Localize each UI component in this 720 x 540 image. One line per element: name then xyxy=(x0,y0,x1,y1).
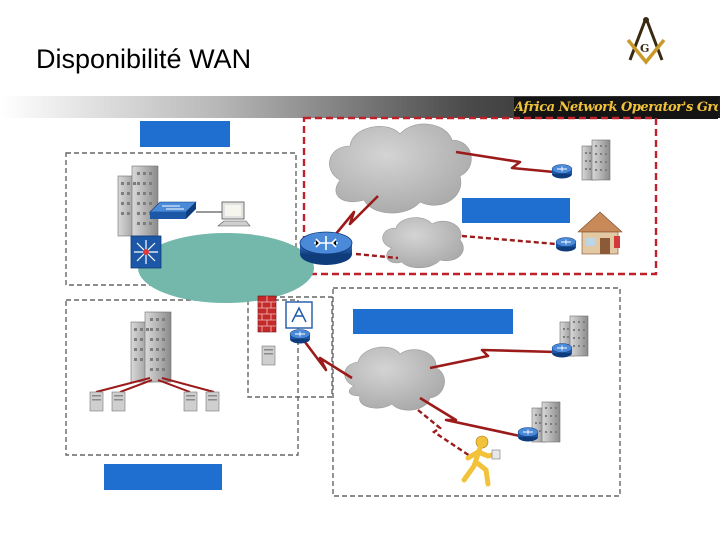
remote-router-1-icon xyxy=(551,343,573,358)
remote-lan-area xyxy=(65,299,299,456)
home-router-icon xyxy=(555,237,577,252)
dashed-links xyxy=(355,234,557,457)
remote-server-3-icon xyxy=(183,391,198,412)
branch-building-icon xyxy=(581,139,611,181)
branch-router-icon xyxy=(551,164,573,179)
core-router-icon xyxy=(299,231,353,265)
wan-cloud-small xyxy=(382,217,464,269)
link-remote-office1 xyxy=(429,348,557,370)
dmz-area xyxy=(247,296,333,398)
label-box-remote-sites xyxy=(353,309,513,334)
link-remote-office2 xyxy=(419,396,521,438)
link-cloud-office xyxy=(455,150,555,174)
wan-highlight-area xyxy=(302,116,658,276)
label-box-hq xyxy=(140,121,230,147)
remote-hq-building-icon xyxy=(130,311,172,383)
wan-cloud-remote xyxy=(344,346,445,411)
wan-links xyxy=(294,150,557,438)
slide-title: Disponibilité WAN xyxy=(36,44,252,74)
wan-cloud-main xyxy=(329,123,472,214)
dmz-server-icon xyxy=(261,345,276,366)
svg-text:G: G xyxy=(640,42,649,55)
masonic-emblem-icon: G xyxy=(626,17,666,65)
link-dmz-remote xyxy=(294,329,353,380)
access-server-icon xyxy=(285,301,313,329)
remote-lan-links xyxy=(95,377,215,393)
lan-switch-icon xyxy=(149,201,197,219)
home-office-icon xyxy=(577,211,623,255)
firewall-icon xyxy=(257,295,277,333)
brand-banner: Africa Network Operator's Group xyxy=(514,97,718,119)
label-box-remote-lan xyxy=(104,464,222,490)
dmz-router-icon xyxy=(289,329,311,344)
multilayer-switch-icon xyxy=(130,235,162,269)
remote-server-4-icon xyxy=(205,391,220,412)
workstation-icon xyxy=(217,201,251,227)
link-router-cloud xyxy=(324,195,379,247)
mobile-user-icon xyxy=(461,435,501,487)
label-box-wan xyxy=(462,198,570,223)
remote-server-2-icon xyxy=(111,391,126,412)
lan-segment xyxy=(138,233,314,303)
remote-server-1-icon xyxy=(89,391,104,412)
hq-building-icon xyxy=(117,165,159,237)
remote-router-2-icon xyxy=(517,427,539,442)
